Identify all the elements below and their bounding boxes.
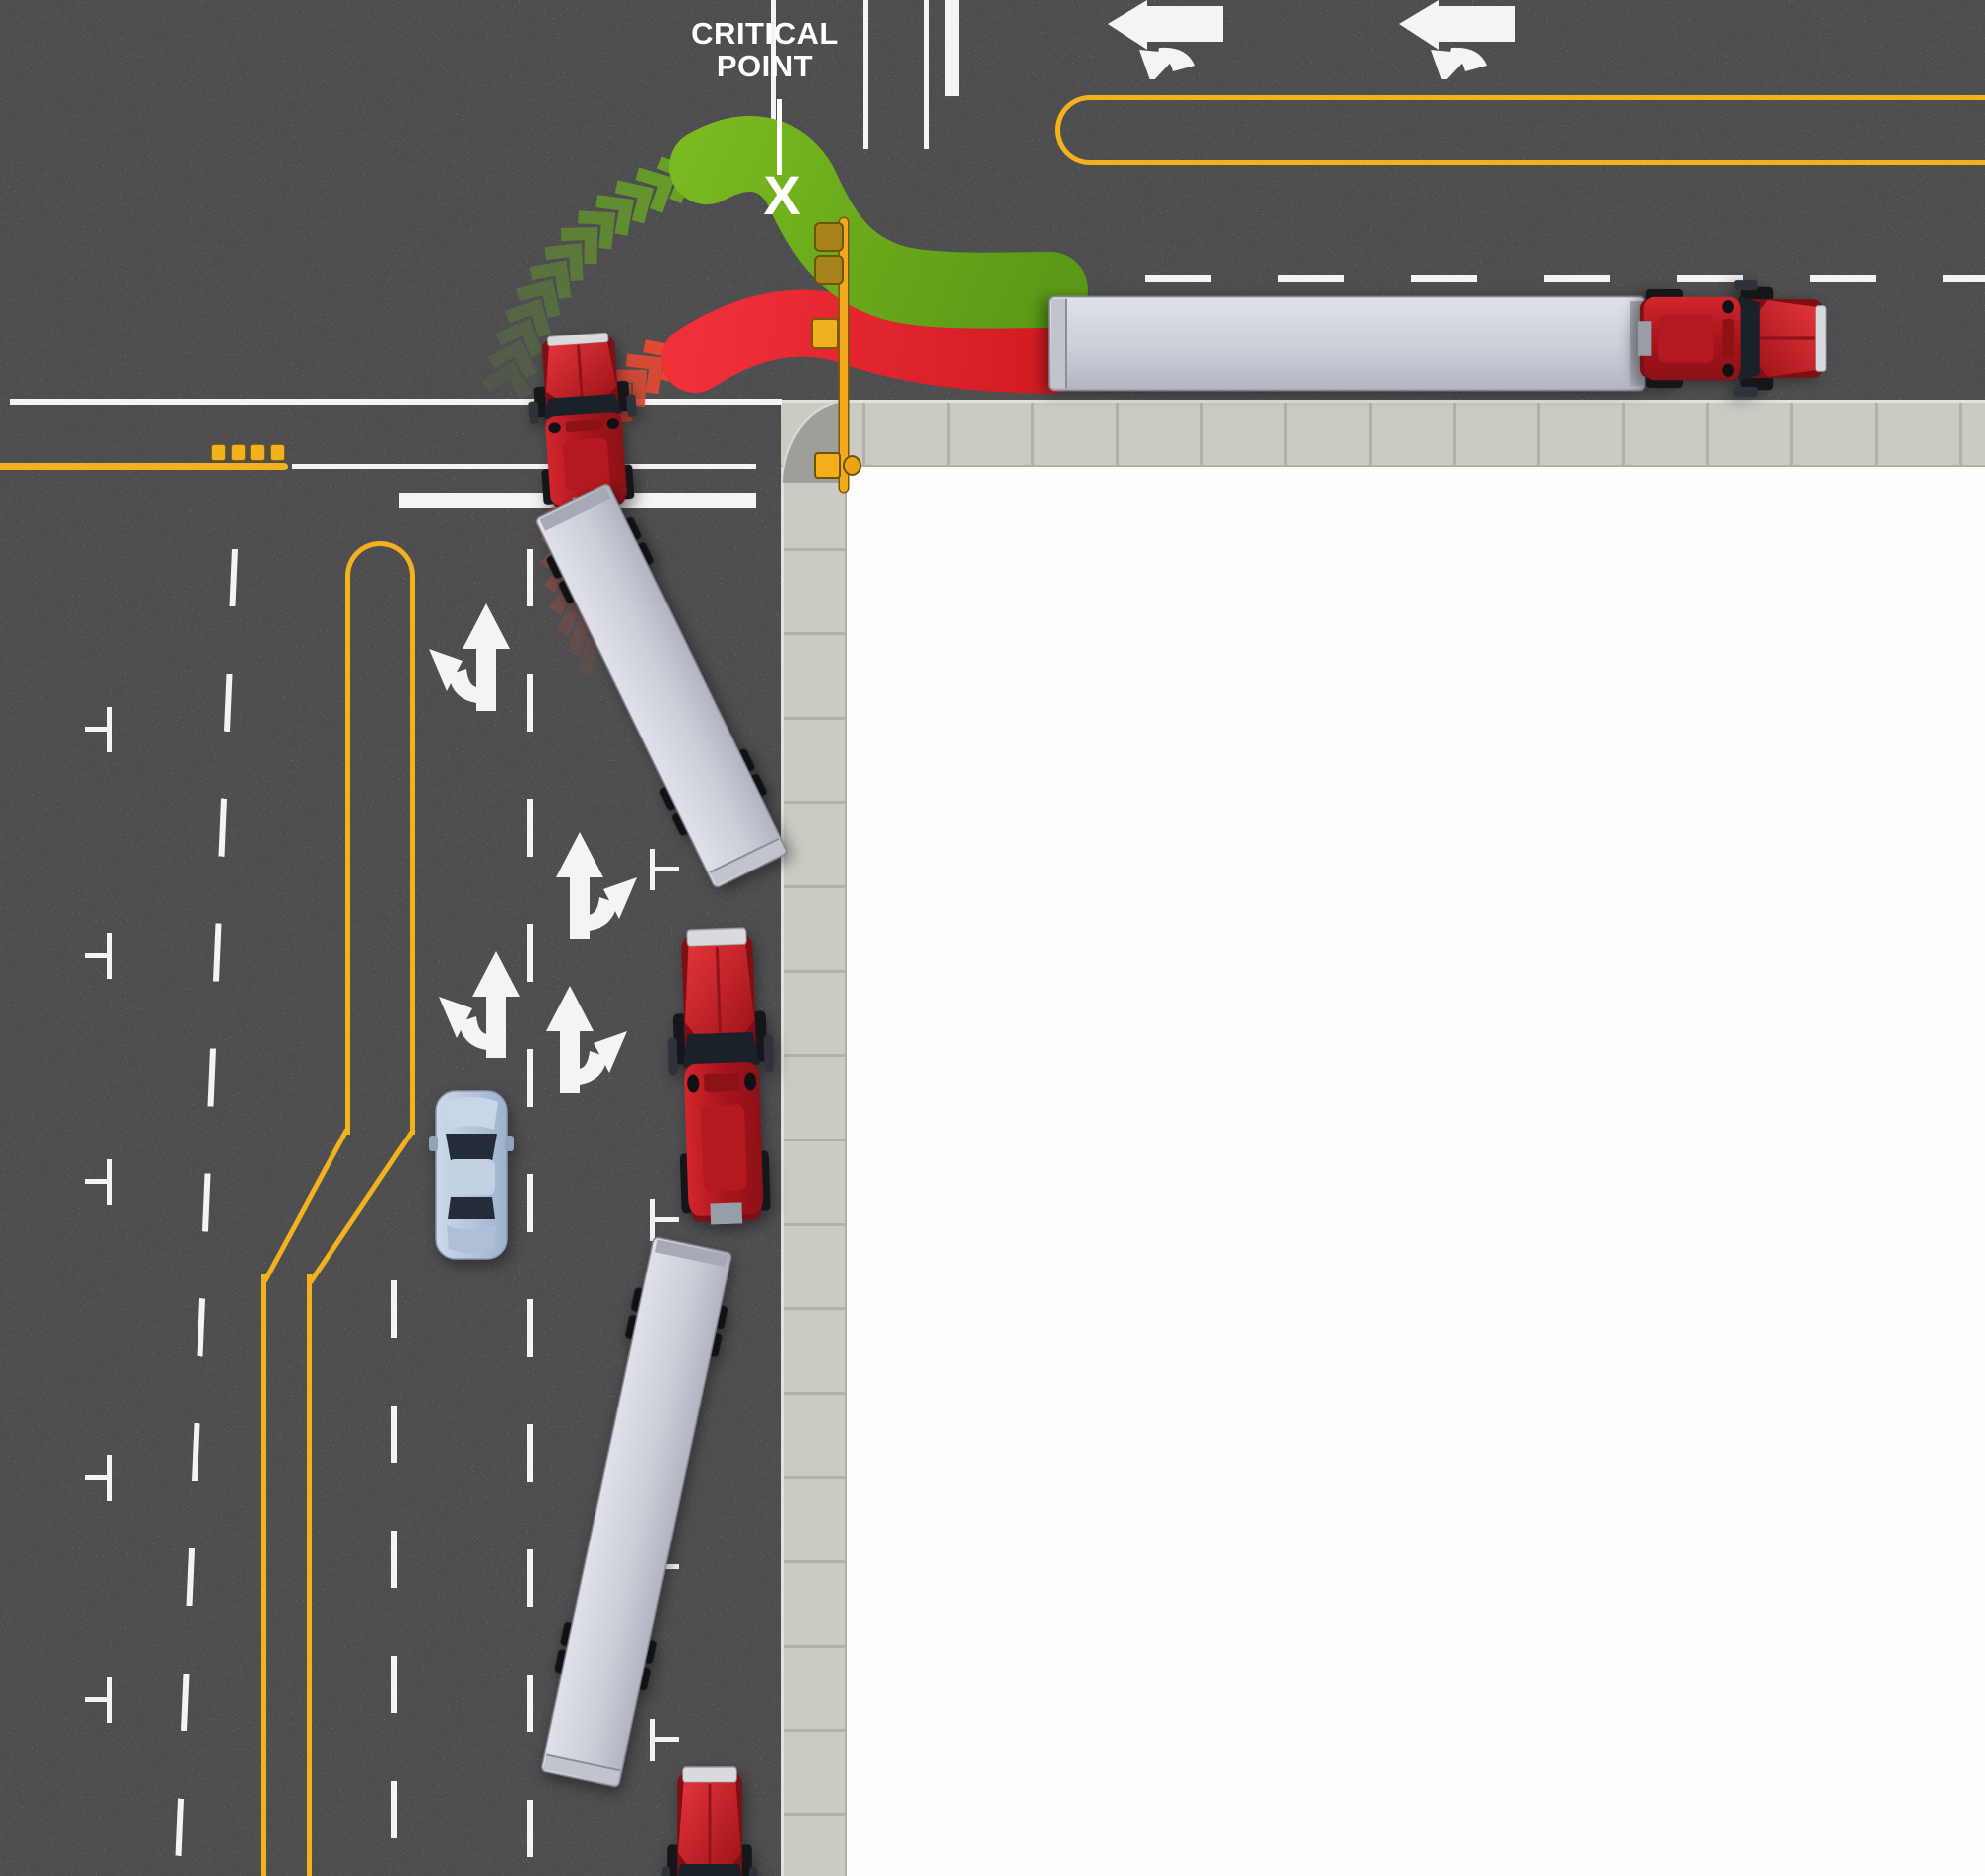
car-blue — [429, 1088, 514, 1262]
critical-point-line2: POINT — [716, 48, 814, 83]
cab-east — [1636, 280, 1827, 397]
dashed-lane-line-east — [1012, 275, 1985, 282]
double-yellow-line — [307, 1274, 312, 1876]
critical-point-line1: CRITICAL — [691, 16, 839, 51]
left-turn-arrow-icon — [1399, 0, 1515, 79]
straight-right-arrow-icon — [556, 832, 637, 939]
straight-right-arrow-icon — [546, 986, 627, 1093]
trailer-queue-1 — [537, 1234, 735, 1792]
yellow-marker — [211, 444, 226, 461]
crosswalk-line — [863, 0, 868, 149]
signal-head-icon — [814, 222, 844, 252]
trailer-turning — [531, 480, 792, 893]
trailer-east — [1045, 293, 1647, 394]
straight-left-arrow-icon — [439, 951, 520, 1058]
dashed-lane-line — [527, 549, 533, 1876]
yellow-marker — [250, 444, 265, 461]
stop-bar-north — [945, 0, 959, 96]
signal-box-icon — [811, 318, 839, 349]
crosswalk-line — [924, 0, 929, 149]
property-area — [847, 467, 1985, 1876]
lane-line — [292, 464, 756, 469]
left-turn-pocket — [345, 541, 415, 1135]
straight-left-arrow-icon — [429, 603, 510, 711]
crosswalk-line — [771, 0, 776, 149]
signal-head-icon — [814, 255, 844, 285]
signal-pole — [840, 218, 848, 492]
double-yellow-line — [261, 1274, 266, 1876]
cab-queue-2 — [661, 1766, 758, 1876]
cab-queue-1 — [667, 927, 774, 1229]
yellow-marker — [270, 444, 285, 461]
leader-line — [777, 99, 782, 175]
left-turn-arrow-icon — [1108, 0, 1223, 79]
pedestrian-button-icon — [843, 455, 861, 476]
sidewalk-south — [781, 467, 847, 1876]
yellow-center-line — [0, 463, 288, 470]
critical-point-marker: X — [763, 164, 801, 226]
critical-point-label: CRITICAL POINT — [663, 16, 866, 83]
pedestrian-signal-icon — [814, 452, 841, 479]
cab-turning — [528, 332, 637, 514]
median-turn-pocket-east — [1055, 95, 1985, 165]
lane-line — [10, 399, 782, 405]
yellow-marker — [231, 444, 246, 461]
sidewalk-east — [781, 400, 1985, 467]
incorrect-path-band — [661, 289, 1084, 394]
dashed-lane-line — [391, 1280, 397, 1876]
